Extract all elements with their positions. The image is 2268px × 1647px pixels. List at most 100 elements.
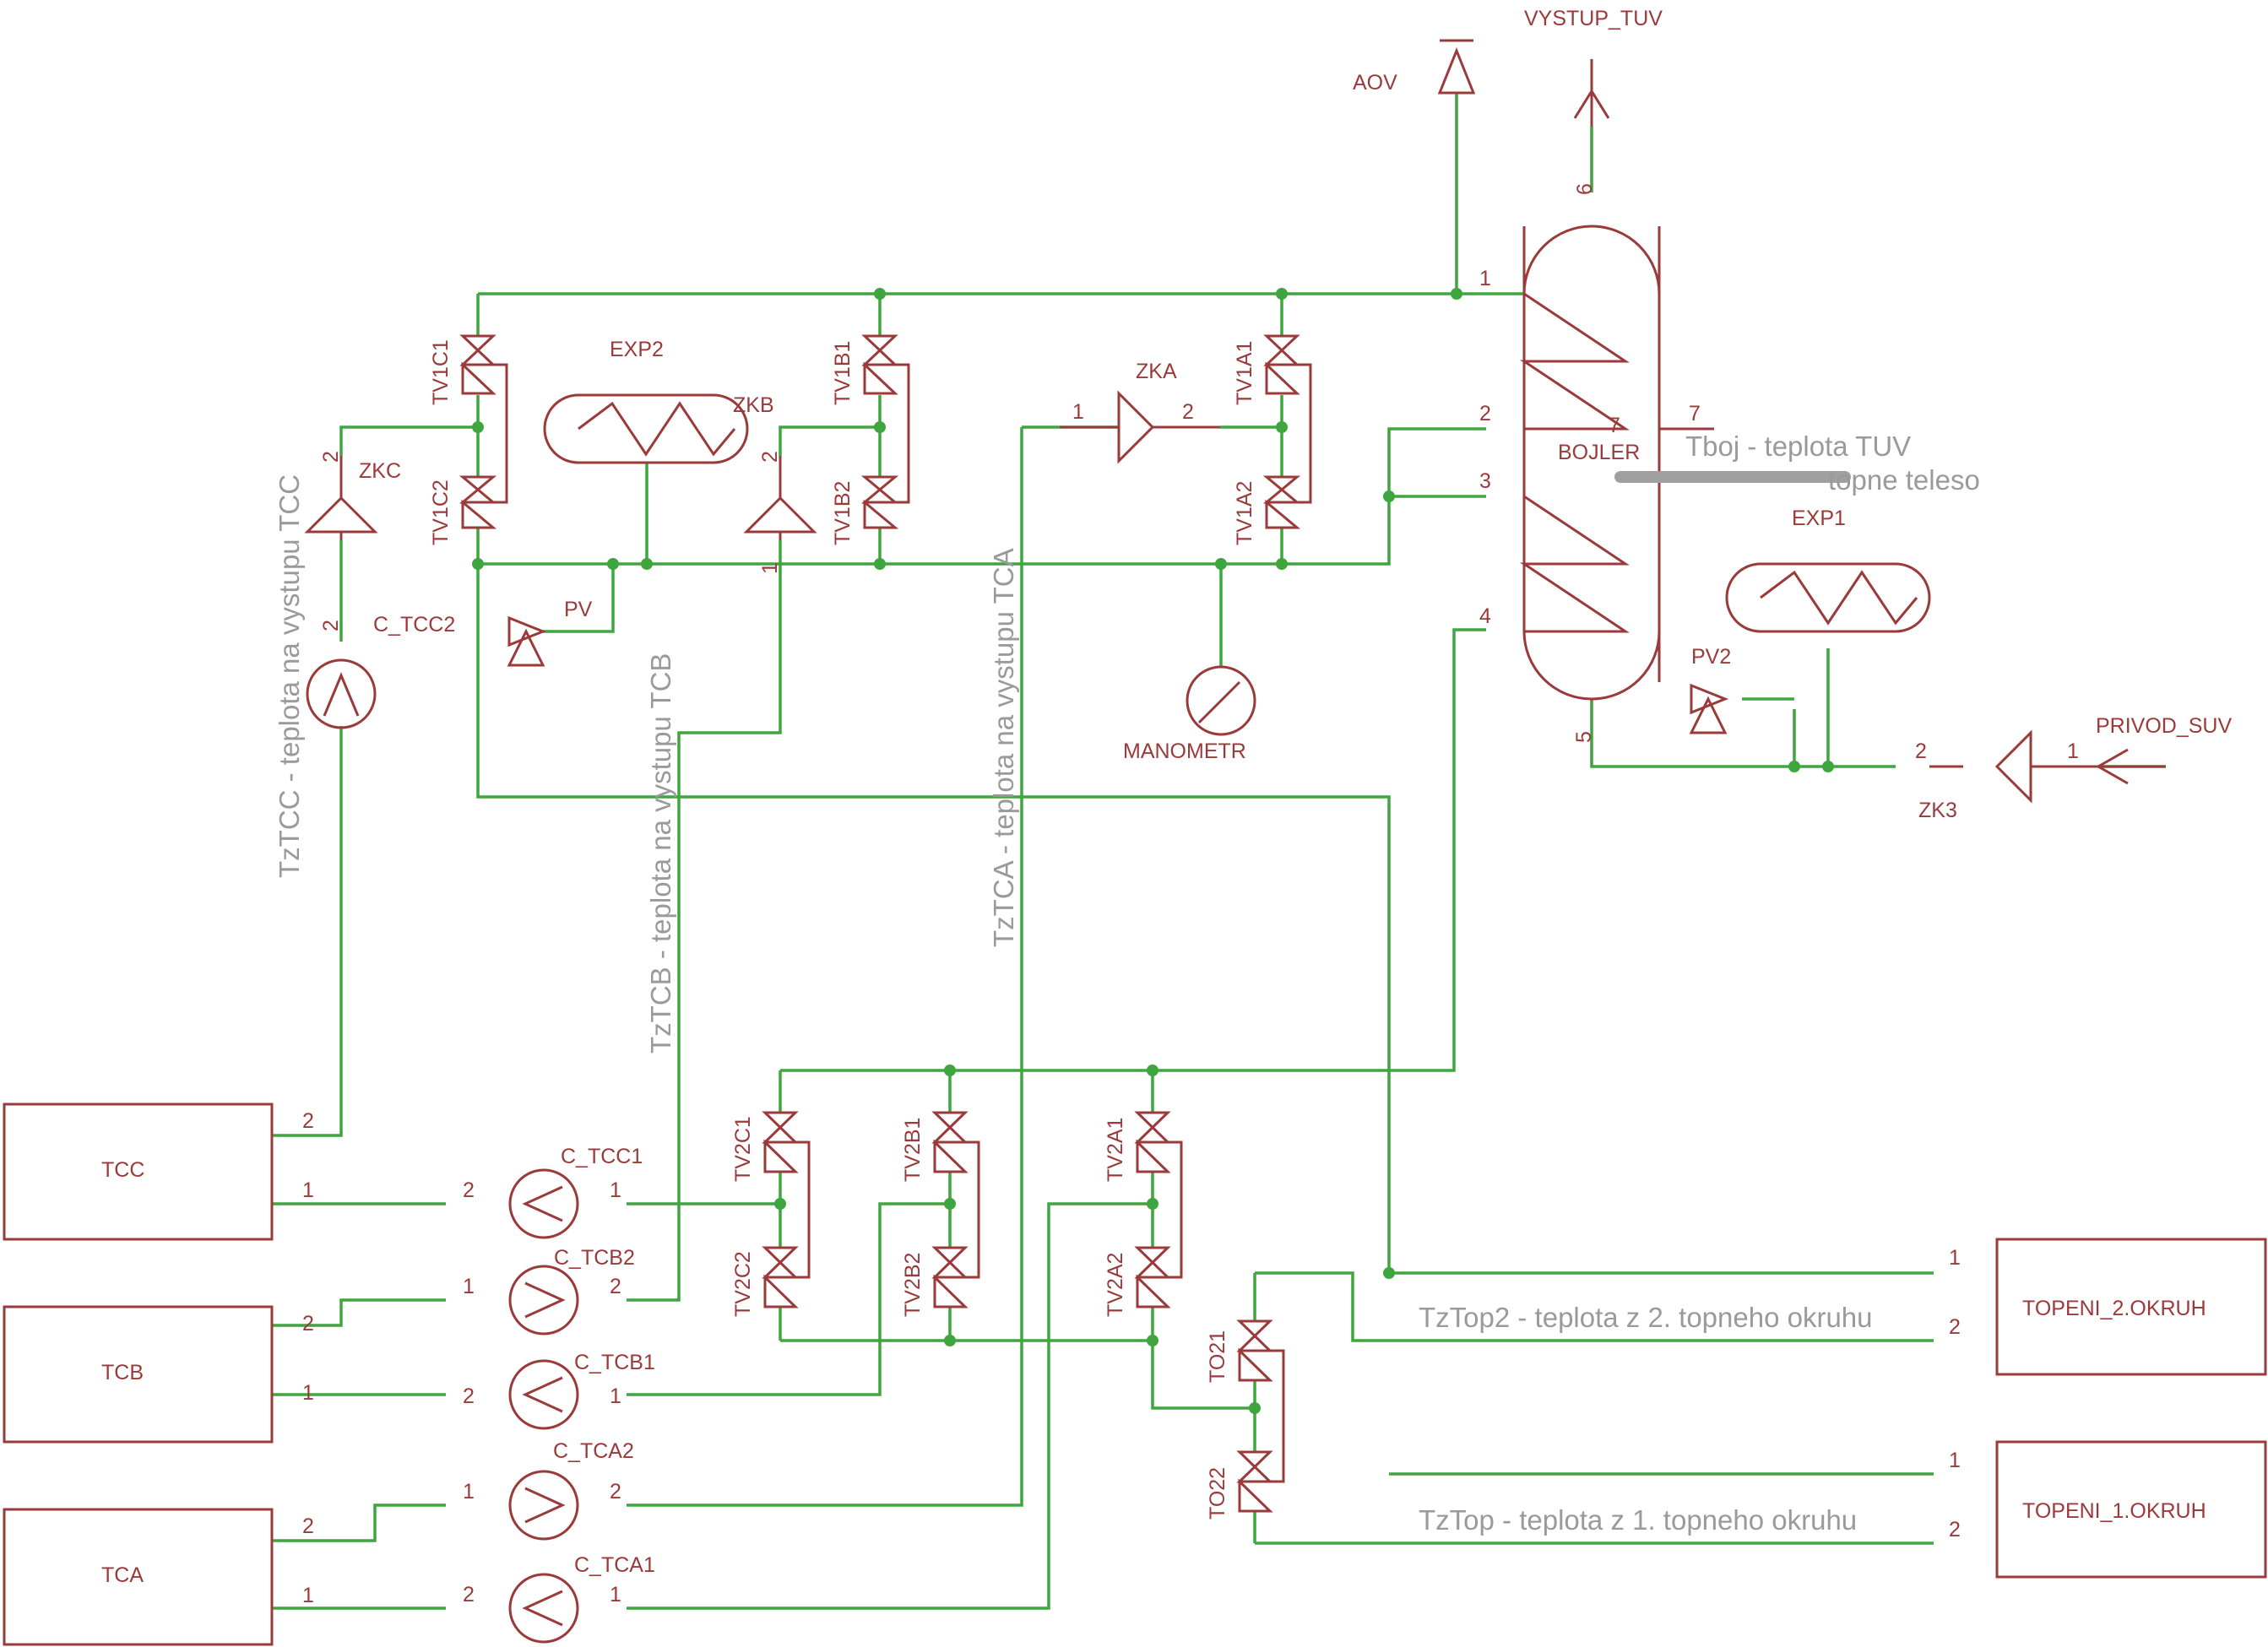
svg-text:TOPENI_2.OKRUH: TOPENI_2.OKRUH [2022,1297,2206,1320]
aov-label: AOV [1353,71,1397,95]
svg-text:2: 2 [463,1178,475,1202]
svg-text:2: 2 [610,1480,621,1503]
svg-text:C_TCC1: C_TCC1 [561,1145,643,1168]
svg-text:C_TCB2: C_TCB2 [554,1246,635,1270]
svg-text:TV2C2: TV2C2 [731,1251,755,1317]
svg-text:3: 3 [1479,469,1491,493]
bojler-symbol: BOJLER 1 2 3 4 7 7 5 [1479,225,1714,743]
svg-text:7: 7 [1609,414,1620,437]
note-tztop2: TzTop2 - teplota z 2. topneho okruhu [1419,1302,1873,1333]
svg-text:1: 1 [302,1381,314,1405]
svg-text:1: 1 [463,1275,475,1298]
svg-text:2: 2 [463,1583,475,1606]
svg-text:1: 1 [2067,740,2079,763]
vystup-tuv-symbol: VYSTUP_TUV 6 [1524,7,1663,195]
svg-text:1: 1 [302,1584,314,1607]
junctions [472,288,1834,1414]
valves-tv1-labels: TV1C1 TV1C2 TV1B1 TV1B2 TV1A1 TV1A2 [429,339,1256,545]
svg-text:TV2A1: TV2A1 [1104,1118,1127,1182]
svg-text:TOPENI_1.OKRUH: TOPENI_1.OKRUH [2022,1499,2206,1523]
svg-text:EXP1: EXP1 [1792,507,1846,530]
svg-text:1: 1 [1949,1246,1961,1270]
svg-text:TV1C1: TV1C1 [429,339,453,405]
bojler-label: BOJLER [1558,441,1640,464]
svg-text:TCC: TCC [101,1158,144,1182]
svg-text:TO22: TO22 [1206,1467,1229,1520]
svg-text:7: 7 [1689,402,1701,425]
zk3-symbol: ZK3 2 1 [1915,729,2098,822]
svg-text:2: 2 [302,1514,314,1538]
svg-text:TV1B2: TV1B2 [831,481,855,545]
svg-text:ZKA: ZKA [1136,360,1177,383]
svg-text:2: 2 [302,1109,314,1133]
svg-text:C_TCA2: C_TCA2 [553,1439,634,1463]
svg-text:ZKB: ZKB [733,393,774,417]
svg-text:6: 6 [1573,183,1597,195]
box-pins: 2 1 2 1 2 1 2 1 1 2 2 1 1 2 2 1 [302,1109,621,1607]
svg-text:TV1B1: TV1B1 [831,341,855,405]
svg-text:TV1A2: TV1A2 [1233,481,1256,545]
manometr-symbol: MANOMETR [1123,665,1256,763]
svg-text:ZKC: ZKC [359,459,401,483]
temperature-notes: TzTCC - teplota na vystupu TCC TzTCB - t… [274,474,1873,1536]
svg-text:1: 1 [463,1480,475,1503]
svg-text:TV1A1: TV1A1 [1233,341,1256,405]
svg-text:2: 2 [302,1312,314,1335]
valves-tv1 [458,334,1312,529]
svg-text:1: 1 [302,1178,314,1202]
svg-text:MANOMETR: MANOMETR [1123,740,1246,763]
svg-text:2: 2 [610,1275,621,1298]
svg-text:ZK3: ZK3 [1918,799,1957,822]
topeni1-box: TOPENI_1.OKRUH 1 2 [1949,1440,2267,1579]
svg-text:EXP2: EXP2 [610,338,664,361]
svg-text:PV2: PV2 [1691,645,1731,669]
svg-text:2: 2 [1949,1518,1961,1541]
svg-text:TV2A2: TV2A2 [1104,1253,1127,1317]
exp2-symbol: EXP2 [543,338,749,464]
tcb-box: TCB [3,1305,274,1444]
wires [272,93,2166,1610]
svg-text:1: 1 [758,562,782,574]
svg-text:1: 1 [610,1583,621,1606]
tboj-note: Tboj - teplota TUV topne teleso [1614,431,1980,496]
svg-text:2: 2 [319,620,343,631]
pv2-symbol: PV2 [1689,645,1731,734]
svg-text:C_TCB1: C_TCB1 [574,1351,655,1374]
svg-text:2: 2 [463,1384,475,1408]
svg-text:TO21: TO21 [1206,1330,1229,1383]
svg-text:C_TCC2: C_TCC2 [373,613,455,637]
svg-text:2: 2 [1479,402,1491,425]
svg-text:2: 2 [1915,740,1927,763]
zkc-symbol: ZKC 2 2 [304,451,401,631]
exp1-symbol: EXP1 [1725,507,1931,633]
valves-tv2-labels: TV2C1 TV2C2 TV2B1 TV2B2 TV2A1 TV2A2 [731,1116,1127,1317]
svg-text:C_TCA1: C_TCA1 [574,1553,655,1577]
svg-text:TV1C2: TV1C2 [429,479,453,545]
svg-text:TV2B2: TV2B2 [901,1253,925,1317]
svg-text:2: 2 [1949,1315,1961,1339]
privod-suv-symbol: PRIVOD_SUV [2095,714,2232,785]
valves-tv2 [762,1111,1183,1308]
svg-text:2: 2 [319,451,343,463]
svg-text:topne teleso: topne teleso [1828,464,1980,496]
svg-text:TCB: TCB [101,1361,144,1384]
svg-text:PV: PV [564,598,593,621]
zkb-symbol: ZKB 2 1 [733,393,817,574]
note-tztcc: TzTCC - teplota na vystupu TCC [274,474,305,878]
svg-text:2: 2 [1182,400,1194,424]
svg-text:TV2C1: TV2C1 [731,1116,755,1182]
pump-c-tcc2: C_TCC2 [306,613,455,729]
tcc-box: TCC [3,1103,274,1241]
svg-text:1: 1 [1479,267,1491,290]
topeni2-box: TOPENI_2.OKRUH 1 2 [1949,1238,2267,1376]
svg-text:1: 1 [610,1384,621,1408]
svg-text:Tboj - teplota TUV: Tboj - teplota TUV [1685,431,1911,462]
note-tztca: TzTCA - teplota na vystupu TCA [988,548,1019,947]
pv-symbol: PV [507,598,593,667]
aov-symbol: AOV [1353,39,1476,95]
vystup-tuv-label: VYSTUP_TUV [1524,7,1663,30]
pumps-horizontal: C_TCC1 C_TCB2 C_TCB1 C_TCA2 C_TCA1 [508,1145,655,1644]
note-tztcb: TzTCB - teplota na vystupu TCB [645,653,676,1054]
svg-text:2: 2 [758,451,782,463]
